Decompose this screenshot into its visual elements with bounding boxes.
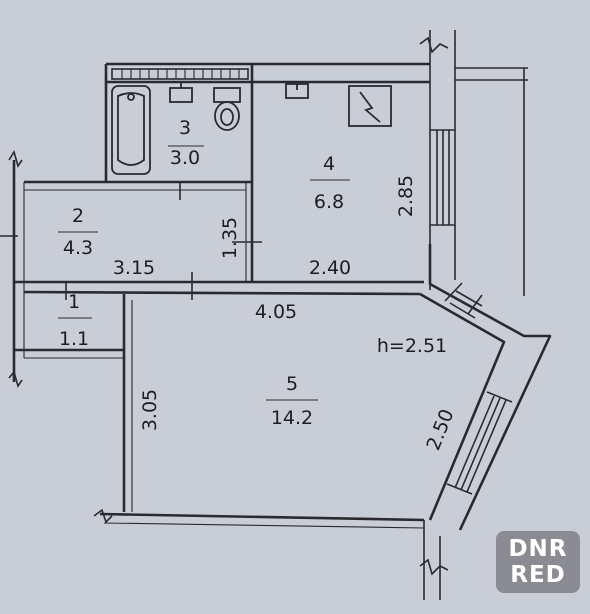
- windows: [111, 68, 513, 495]
- dimension-room-length: 4.05: [255, 301, 297, 323]
- room-2-number: 2: [72, 205, 84, 227]
- room-2-area: 4.3: [63, 237, 93, 259]
- room-1-area: 1.1: [59, 328, 89, 350]
- exterior-walls: [429, 30, 528, 296]
- room-4-area: 6.8: [314, 191, 344, 213]
- ceiling-height: h=2.51: [377, 335, 447, 357]
- room-4-number: 4: [323, 153, 335, 175]
- break-marks: [0, 36, 449, 576]
- toilet-icon: [213, 87, 241, 131]
- dimension-corridor-width: 1.35: [219, 217, 241, 259]
- dimension-room-depth: 3.05: [139, 389, 161, 431]
- bathtub-icon: [111, 85, 151, 175]
- kitchen-sink-icon: [285, 82, 309, 99]
- room-1-number: 1: [68, 291, 80, 313]
- sink-icon: [169, 82, 193, 103]
- stove-icon: [348, 85, 392, 127]
- room-labels: 3 3.0 4 6.8 2 4.3 1 1.1 5 14.2: [58, 117, 350, 429]
- dimension-bay-wall: 2.50: [422, 406, 458, 453]
- room-3-number: 3: [179, 117, 191, 139]
- dimension-kitchen-length: 2.40: [309, 257, 351, 279]
- logo-line-1: DNR: [508, 536, 568, 562]
- logo-line-2: RED: [510, 562, 566, 588]
- room-3-area: 3.0: [170, 147, 200, 169]
- walls: [12, 62, 552, 600]
- room-5-area: 14.2: [271, 407, 313, 429]
- dnr-red-logo: DNR RED: [496, 531, 580, 593]
- dimension-kitchen-depth: 2.85: [395, 175, 417, 217]
- dimension-corridor-length: 3.15: [113, 257, 155, 279]
- room-5-number: 5: [286, 373, 298, 395]
